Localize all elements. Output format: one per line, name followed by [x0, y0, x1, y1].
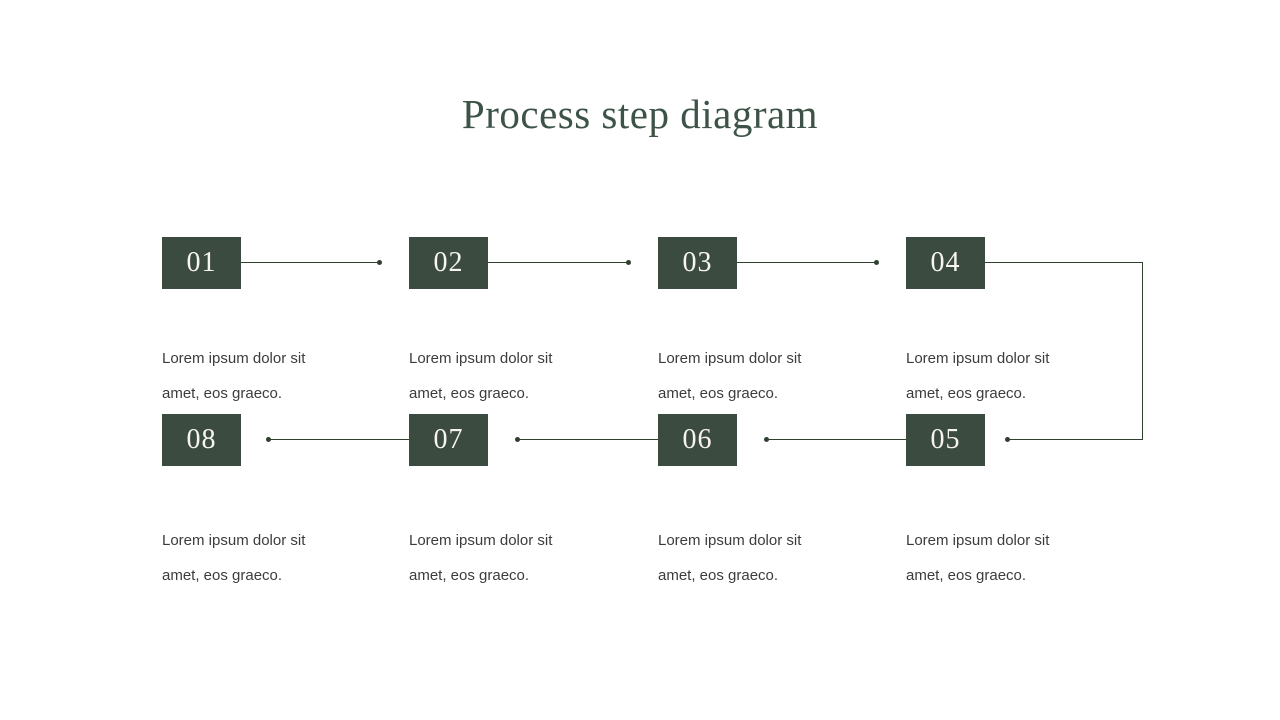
- step-description-06: Lorem ipsum dolor sit amet, eos graeco.: [658, 532, 802, 584]
- step-box-06: 06: [658, 414, 737, 466]
- step-number-07: 07: [433, 424, 464, 455]
- connector-elbow-top: [985, 262, 1143, 263]
- step-box-03: 03: [658, 237, 737, 289]
- connector-line-03-04: [737, 262, 877, 263]
- step-number-04: 04: [930, 247, 961, 278]
- step-description-07: Lorem ipsum dolor sit amet, eos graeco.: [409, 532, 553, 584]
- step-box-08: 08: [162, 414, 241, 466]
- step-box-04: 04: [906, 237, 985, 289]
- step-cell-06: 06 Lorem ipsum dolor sit amet, eos graec…: [658, 414, 838, 584]
- connector-elbow-vertical: [1142, 262, 1143, 440]
- step-cell-01: 01 Lorem ipsum dolor sit amet, eos graec…: [162, 237, 342, 402]
- step-cell-04: 04 Lorem ipsum dolor sit amet, eos graec…: [906, 237, 1086, 402]
- connector-line-07-08: [269, 439, 409, 440]
- connector-elbow-bottom: [1008, 439, 1143, 440]
- step-description-01: Lorem ipsum dolor sit amet, eos graeco.: [162, 350, 306, 402]
- arrow-dot-08: [266, 437, 271, 442]
- step-description-03: Lorem ipsum dolor sit amet, eos graeco.: [658, 350, 802, 402]
- step-cell-08: 08 Lorem ipsum dolor sit amet, eos graec…: [162, 414, 342, 584]
- arrow-dot-03: [626, 260, 631, 265]
- arrow-dot-07: [515, 437, 520, 442]
- step-cell-02: 02 Lorem ipsum dolor sit amet, eos graec…: [409, 237, 589, 402]
- step-number-06: 06: [682, 424, 713, 455]
- connector-line-05-06: [767, 439, 906, 440]
- step-box-01: 01: [162, 237, 241, 289]
- step-description-02: Lorem ipsum dolor sit amet, eos graeco.: [409, 350, 553, 402]
- step-description-04: Lorem ipsum dolor sit amet, eos graeco.: [906, 350, 1050, 402]
- step-description-08: Lorem ipsum dolor sit amet, eos graeco.: [162, 532, 306, 584]
- step-number-01: 01: [186, 247, 217, 278]
- page-title: Process step diagram: [461, 91, 819, 137]
- connector-line-02-03: [488, 262, 629, 263]
- arrow-dot-06: [764, 437, 769, 442]
- arrow-dot-02: [377, 260, 382, 265]
- connector-line-06-07: [518, 439, 658, 440]
- step-description-05: Lorem ipsum dolor sit amet, eos graeco.: [906, 532, 1050, 584]
- arrow-dot-04: [874, 260, 879, 265]
- step-number-05: 05: [930, 424, 961, 455]
- step-number-03: 03: [682, 247, 713, 278]
- step-cell-07: 07 Lorem ipsum dolor sit amet, eos graec…: [409, 414, 589, 584]
- connector-line-01-02: [241, 262, 380, 263]
- step-box-02: 02: [409, 237, 488, 289]
- arrow-dot-05: [1005, 437, 1010, 442]
- step-number-02: 02: [433, 247, 464, 278]
- step-box-05: 05: [906, 414, 985, 466]
- step-number-08: 08: [186, 424, 217, 455]
- step-box-07: 07: [409, 414, 488, 466]
- step-cell-03: 03 Lorem ipsum dolor sit amet, eos graec…: [658, 237, 838, 402]
- step-cell-05: 05 Lorem ipsum dolor sit amet, eos graec…: [906, 414, 1086, 584]
